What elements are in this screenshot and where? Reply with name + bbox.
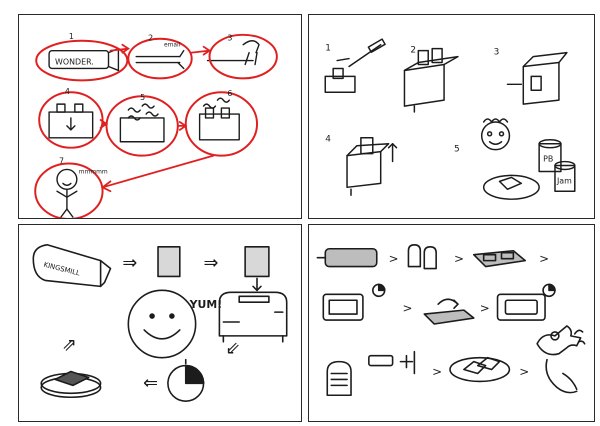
small-note: email: [164, 42, 181, 49]
step-number: 2: [148, 34, 153, 43]
toaster-bread-sketch: [403, 47, 459, 113]
step-numbers: 1 2 3 4 5 6 7: [59, 32, 232, 166]
knife-slice-sketch: [135, 49, 185, 70]
timer-sketch-2: [542, 283, 556, 298]
step-number: 4: [325, 135, 331, 145]
flow-arrows: ⇒ ⇒ ⇒ ⇒ ⇒: [57, 253, 246, 394]
step-numbers: 1 2 3 4 5: [325, 44, 499, 155]
face-plate-jars-sketch: [480, 118, 576, 200]
toaster-lever-sketch: [506, 51, 568, 105]
step-number: 1: [325, 44, 331, 54]
storyboard-panel-top-left: 1 2 3 4 5 6 7 WONDER. email mmmmm: [18, 14, 302, 219]
butter-knife-sketch: [368, 350, 416, 375]
smiley-face-sketch: [127, 289, 197, 359]
knife-bread-sketch: [324, 38, 386, 93]
yum-exclamation: YUM!: [189, 298, 223, 311]
toast-slice-sketch: [326, 360, 352, 397]
step-number: 5: [140, 93, 145, 102]
double-arrow-icon: ⇒: [122, 253, 137, 274]
step-number: 1: [69, 32, 74, 41]
step-number: 3: [494, 48, 500, 58]
storyboard-top-right-drawing: 1 2 3 4 5 PB Jam: [324, 38, 576, 200]
bread-loaf-sketch: [316, 247, 378, 268]
step-number: 5: [454, 145, 460, 155]
next-arrow-icon: >: [432, 364, 442, 378]
bread-bag-label: KINGSMILL: [43, 261, 81, 278]
person-note: mmmmm: [79, 168, 108, 175]
storyboard-bottom-left-drawing: KINGSMILL YUM! ⇒ ⇒ ⇒ ⇒ ⇒: [32, 244, 288, 402]
next-arrow-icon: >: [519, 364, 529, 378]
timer-sketch: [167, 358, 205, 402]
jam-jar-label: Jam: [556, 176, 572, 185]
plate-toast-sketch: [40, 370, 102, 399]
next-arrow-icon: >: [454, 252, 464, 266]
storyboard-panel-bottom-left: KINGSMILL YUM! ⇒ ⇒ ⇒ ⇒ ⇒: [18, 224, 302, 422]
toaster-down-sketch: [48, 103, 94, 139]
next-arrow-icon: >: [539, 252, 549, 266]
double-arrow-icon: ⇒: [57, 332, 82, 357]
storyboard-panel-top-right: 1 2 3 4 5 PB Jam: [308, 14, 595, 219]
kingsmill-bread-bag-sketch: [32, 244, 112, 288]
toaster-window-sketch: [322, 293, 364, 321]
step-number: 6: [227, 89, 232, 98]
eating-creature-sketch: [536, 325, 586, 394]
storyboard-top-left-drawing: 1 2 3 4 5 6 7 WONDER. email mmmmm: [34, 32, 278, 218]
step-number: 3: [227, 34, 232, 43]
red-step-circles: [34, 33, 278, 218]
toaster-insert-sketch: [218, 245, 288, 343]
peanut-butter-jar-label: PB: [543, 155, 553, 164]
plate-toast-sketch: [449, 356, 511, 383]
two-slices-sketch: [407, 244, 437, 270]
next-arrow-icon: >: [403, 301, 413, 315]
toast-up-sketch: [346, 137, 398, 196]
person-eating-sketch: [56, 168, 78, 218]
step-number: 2: [410, 46, 416, 56]
greater-than-arrows: > > > > > > >: [389, 252, 549, 379]
storyboard-bottom-right-drawing: > > > > > > >: [316, 244, 586, 397]
step-number: 7: [59, 157, 64, 166]
next-arrow-icon: >: [480, 301, 490, 315]
next-arrow-icon: >: [389, 252, 399, 266]
bread-label: WONDER.: [55, 58, 94, 67]
toaster-rotate-sketch: [423, 298, 475, 325]
toaster-open-sketch: [496, 293, 546, 321]
double-arrow-icon: ⇒: [204, 253, 219, 274]
step-number: 4: [65, 87, 70, 96]
double-arrow-icon: ⇒: [143, 372, 158, 393]
storyboard-panel-bottom-right: > > > > > > >: [308, 224, 595, 422]
toast-popped-sketch: [198, 97, 240, 141]
toaster-hand-sketch: [206, 40, 260, 66]
bread-slice-sketch: [157, 245, 181, 278]
open-toaster-sketch: [472, 249, 527, 268]
timer-sketch: [372, 283, 386, 298]
red-flow-arrows: [99, 43, 215, 193]
toaster-steam-sketch: [119, 103, 165, 143]
